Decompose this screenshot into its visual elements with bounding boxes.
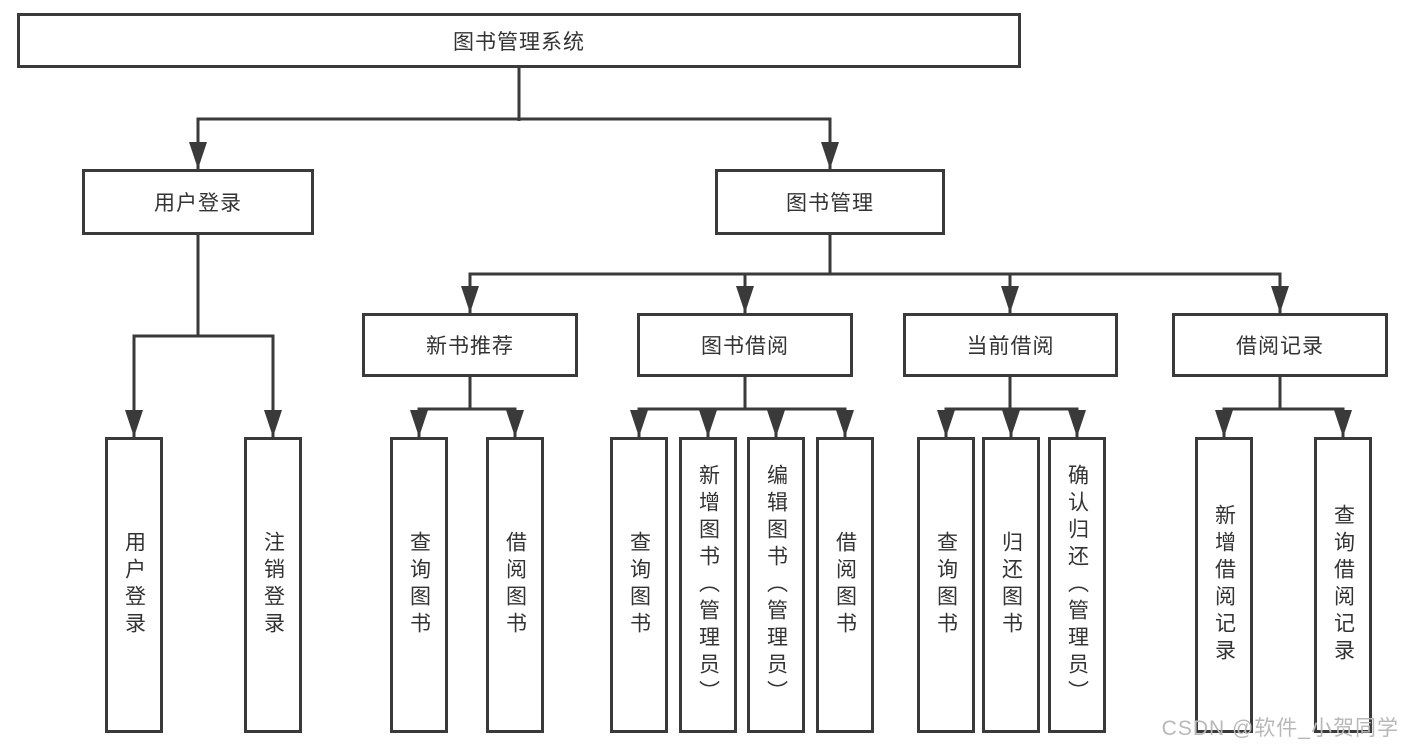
node-book-borrowing: 图书借阅 xyxy=(637,313,853,377)
leaf-bb-query-books-label: 查询图书 xyxy=(627,531,651,639)
leaf-nb-query-books: 查询图书 xyxy=(390,437,448,733)
leaf-user-login: 用户登录 xyxy=(105,437,163,733)
leaf-cb-query-books: 查询图书 xyxy=(917,437,975,733)
leaf-br-add-borrow-record: 新增借阅记录 xyxy=(1195,437,1253,733)
leaf-br-query-borrow-record: 查询借阅记录 xyxy=(1314,437,1372,733)
leaf-cb-return-books-label: 归还图书 xyxy=(999,531,1023,639)
node-new-book-recommend: 新书推荐 xyxy=(362,313,578,377)
leaf-bb-edit-books-admin: 编辑图书（管理员） xyxy=(747,437,805,733)
leaf-nb-borrow-books: 借阅图书 xyxy=(486,437,544,733)
connector-lines xyxy=(132,67,1345,437)
node-library-management-system: 图书管理系统 xyxy=(17,13,1021,68)
leaf-cb-query-books-label: 查询图书 xyxy=(934,531,958,639)
node-borrowing-records: 借阅记录 xyxy=(1172,313,1388,377)
csdn-watermark: CSDN @软件_小贺同学 xyxy=(1161,717,1399,740)
leaf-bb-borrow-books-label: 借阅图书 xyxy=(833,531,857,639)
leaf-br-add-borrow-record-label: 新增借阅记录 xyxy=(1212,504,1236,666)
leaf-bb-add-books-admin: 新增图书（管理员） xyxy=(679,437,737,733)
leaf-cb-confirm-return-admin: 确认归还（管理员） xyxy=(1048,437,1106,733)
leaf-cb-confirm-return-admin-label: 确认归还（管理员） xyxy=(1065,463,1089,707)
leaf-nb-borrow-books-label: 借阅图书 xyxy=(503,531,527,639)
node-user-login: 用户登录 xyxy=(82,169,314,235)
leaf-nb-query-books-label: 查询图书 xyxy=(407,531,431,639)
leaf-bb-query-books: 查询图书 xyxy=(610,437,668,733)
leaf-cb-return-books: 归还图书 xyxy=(982,437,1040,733)
leaf-bb-add-books-admin-label: 新增图书（管理员） xyxy=(696,463,720,707)
leaf-user-login-label: 用户登录 xyxy=(122,531,146,639)
node-current-borrowing: 当前借阅 xyxy=(903,313,1118,377)
leaf-bb-edit-books-admin-label: 编辑图书（管理员） xyxy=(764,463,788,707)
node-book-management: 图书管理 xyxy=(715,169,945,235)
leaf-br-query-borrow-record-label: 查询借阅记录 xyxy=(1331,504,1355,666)
leaf-logout: 注销登录 xyxy=(244,437,302,733)
leaf-logout-label: 注销登录 xyxy=(261,531,285,639)
leaf-bb-borrow-books: 借阅图书 xyxy=(816,437,874,733)
